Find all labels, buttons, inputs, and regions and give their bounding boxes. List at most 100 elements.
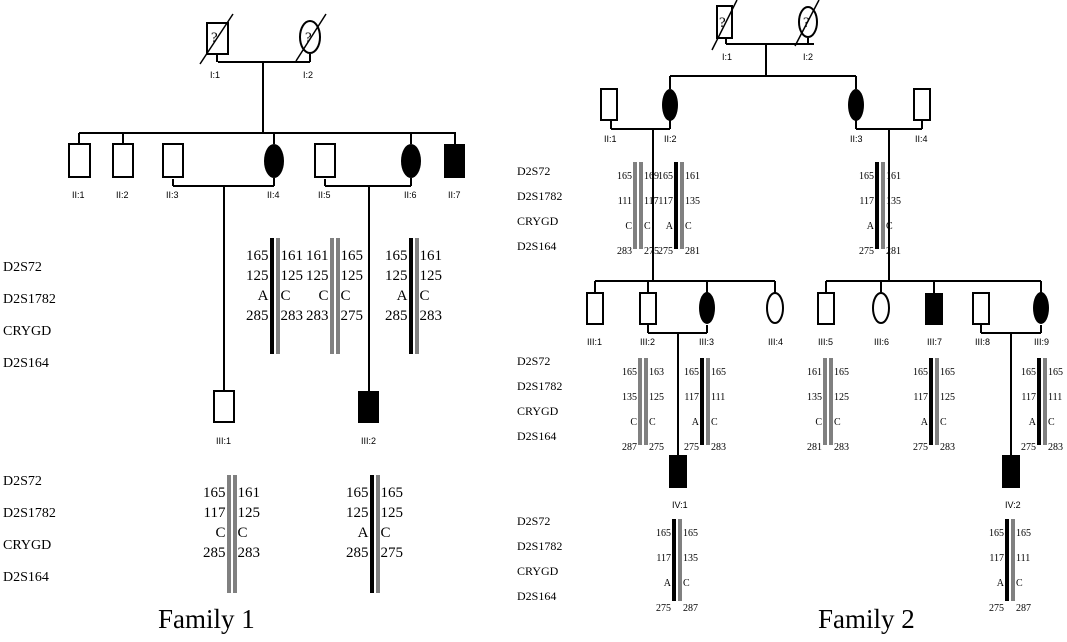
allele-value: 135 [622, 392, 637, 403]
allele-value: 165 [1016, 528, 1031, 539]
marker-name: D2S72 [3, 260, 42, 275]
allele-value: 275 [380, 545, 404, 561]
marker-name: D2S1782 [3, 292, 56, 307]
haplotype-bar-grey [706, 358, 710, 445]
allele-value: 125 [246, 268, 269, 284]
allele-value: 165 [940, 367, 955, 378]
haplotype-bar-grey [638, 358, 642, 445]
allele-value: 135 [683, 553, 698, 564]
allele-value: 275 [649, 442, 664, 453]
marker-name: CRYGD [3, 324, 52, 339]
allele-value: C [711, 417, 718, 428]
allele-value: C [280, 288, 291, 304]
allele-value: 117 [859, 196, 874, 207]
marker-list-f2-gen2: D2S72 D2S1782 CRYGD D2S164 [517, 159, 562, 259]
allele-value: C [815, 417, 822, 428]
allele-value: 111 [1016, 553, 1031, 564]
label-f1-ii2: II:2 [116, 190, 129, 200]
caption-family2: Family 2 [818, 604, 915, 634]
allele-value: 275 [340, 308, 364, 324]
allele-value: C [1016, 578, 1023, 589]
haplotype-bar-black [369, 475, 374, 593]
label-f2-iii9: III:9 [1034, 337, 1049, 347]
label-f1-i1: I:1 [210, 70, 220, 80]
f2-ii2-female-affected [662, 89, 678, 121]
allele-value: 161 [685, 171, 700, 182]
f2-iii1-male [586, 292, 604, 325]
unknown-status-mark: ? [719, 15, 726, 31]
allele-value: 125 [346, 505, 369, 521]
allele-value: 287 [622, 442, 637, 453]
allele-value: 117 [1021, 392, 1036, 403]
allele-value: 275 [913, 442, 928, 453]
label-f2-ii1: II:1 [604, 134, 617, 144]
label-f2-ii2: II:2 [664, 134, 677, 144]
allele-value: C [237, 525, 248, 541]
allele-value: 275 [658, 246, 673, 257]
label-f2-iii3: III:3 [699, 337, 714, 347]
allele-value: 125 [340, 268, 364, 284]
label-f2-iii2: III:2 [640, 337, 655, 347]
family1-gen3: III:1 III:2 [213, 390, 379, 446]
allele-value: 165 [380, 485, 404, 501]
f2-i1-male-deceased [716, 5, 733, 39]
allele-value: 165 [859, 171, 874, 182]
haplotype-bar-grey [414, 238, 419, 354]
label-f2-iii6: III:6 [874, 337, 889, 347]
allele-value: 283 [237, 545, 261, 561]
allele-value: 135 [807, 392, 822, 403]
allele-value: 281 [685, 246, 700, 257]
marker-name: CRYGD [3, 538, 52, 553]
marker-name: D2S1782 [517, 379, 563, 393]
allele-value: A [257, 288, 269, 304]
allele-value: C [215, 525, 226, 541]
allele-value: 125 [649, 392, 664, 403]
allele-value: 165 [203, 485, 226, 501]
f2-iii7-male-affected [925, 293, 943, 325]
f1-ii2-male [112, 143, 134, 178]
allele-value: 169 [644, 171, 659, 182]
haplotype-bar-grey [823, 358, 827, 445]
allele-value: 275 [1021, 442, 1036, 453]
f2-ii1-male [600, 88, 618, 121]
marker-list-f1-gen3: D2S72 D2S1782 CRYGD D2S164 [3, 466, 56, 594]
family1-gen1: ? ? I:1 I:2 [199, 13, 327, 80]
allele-value: 285 [346, 545, 369, 561]
allele-value: 117 [658, 196, 673, 207]
allele-value: 161 [807, 367, 822, 378]
label-f2-i2: I:2 [803, 52, 813, 62]
unknown-status-mark: ? [211, 30, 218, 46]
haplotype-bar-grey [935, 358, 939, 445]
haplotype-bar-grey [275, 238, 280, 354]
allele-value: C [1048, 417, 1055, 428]
allele-value: 281 [886, 246, 901, 257]
allele-value: 161 [419, 248, 443, 264]
f2-iii3-female-affected [699, 292, 715, 324]
label-f2-iv1: IV:1 [672, 500, 688, 510]
f2-ii3-female-affected [848, 89, 864, 121]
allele-value: 165 [989, 528, 1004, 539]
allele-value: 125 [306, 268, 329, 284]
f1-ii6-female-affected [401, 144, 421, 178]
f2-iii5-male [817, 292, 835, 325]
allele-value: 125 [380, 505, 404, 521]
f1-ii7-male-affected [444, 144, 465, 178]
allele-value: 275 [684, 442, 699, 453]
allele-value: A [665, 221, 673, 232]
allele-value: 165 [246, 248, 269, 264]
allele-value: 165 [711, 367, 726, 378]
